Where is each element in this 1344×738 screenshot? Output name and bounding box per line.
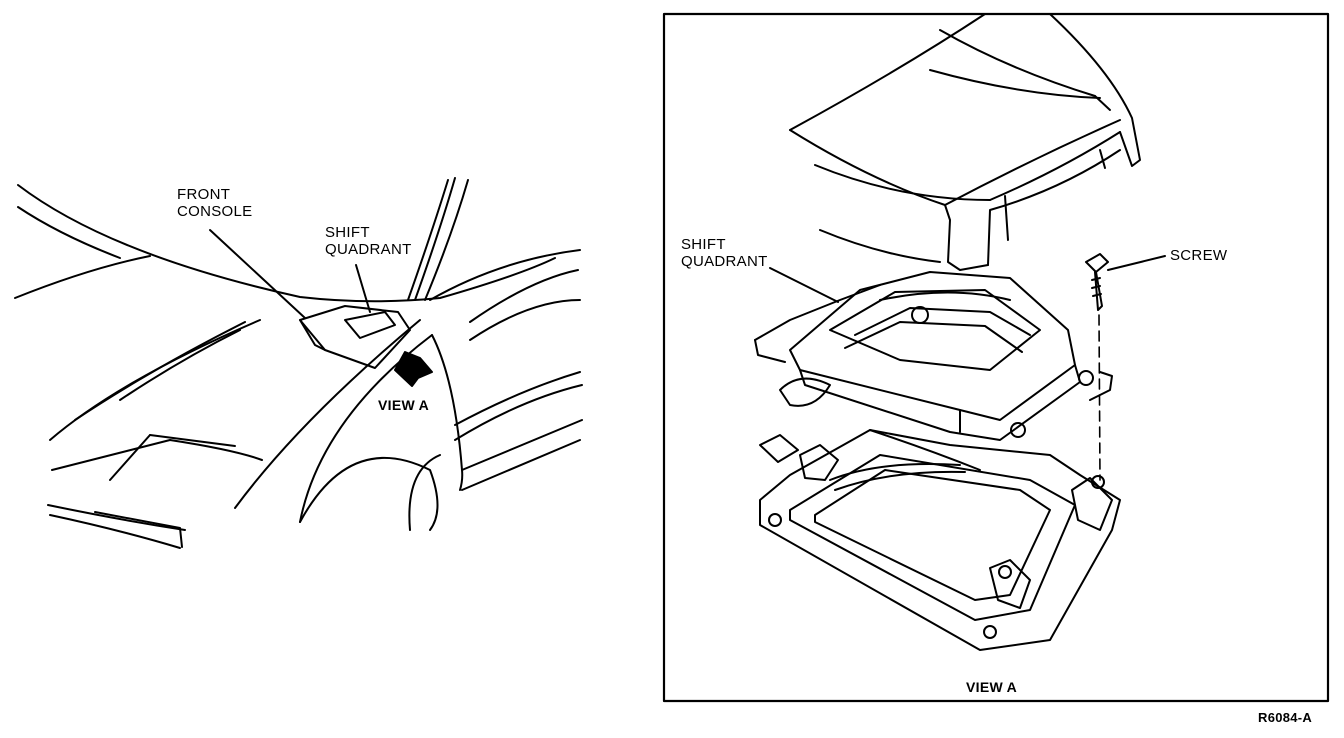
- shift-quadrant-label-overview-line2: QUADRANT: [325, 241, 412, 258]
- car-overview-illustration: [14, 177, 583, 549]
- front-console-label-line1: FRONT: [177, 186, 231, 203]
- exploded-detail-illustration: [754, 13, 1166, 651]
- detail-frame: [662, 12, 1330, 703]
- shift-quadrant-label-detail-line2: QUADRANT: [681, 253, 768, 270]
- shift-quadrant-label-detail-line1: SHIFT: [681, 236, 726, 253]
- shift-quadrant-label-detail: SHIFT QUADRANT: [681, 236, 768, 270]
- shift-quadrant-label-overview-line1: SHIFT: [325, 224, 370, 241]
- view-a-label-overview: VIEW A: [378, 397, 430, 413]
- front-console-label-line2: CONSOLE: [177, 203, 253, 220]
- shift-quadrant-label-overview: SHIFT QUADRANT: [325, 224, 412, 258]
- front-console-label: FRONT CONSOLE: [177, 186, 252, 220]
- view-a-label-detail: VIEW A: [966, 679, 1018, 695]
- screw-label: SCREW: [1170, 247, 1228, 264]
- figure-code: R6084-A: [1258, 710, 1313, 725]
